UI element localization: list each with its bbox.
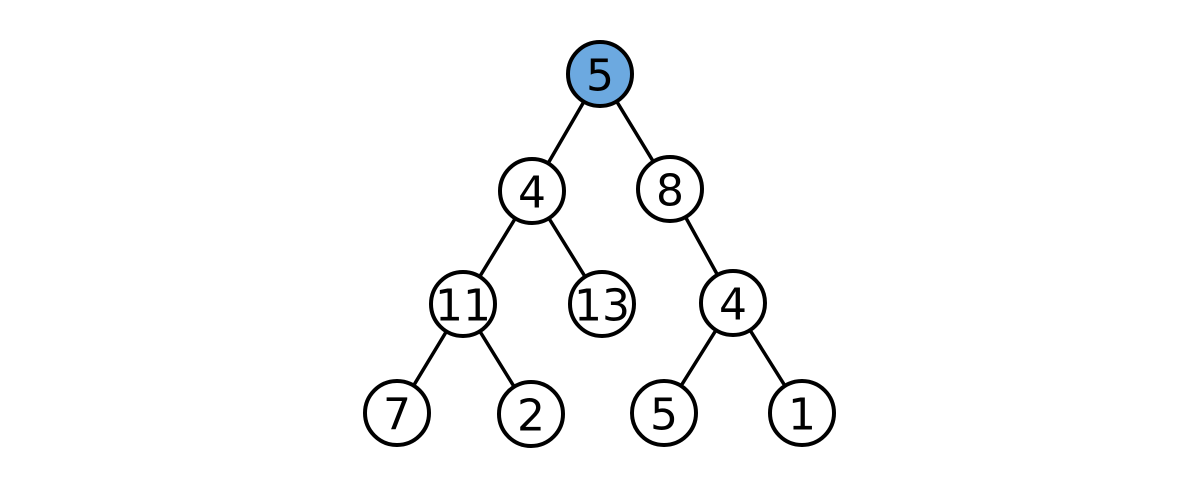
tree-node-n5b: 5 [630,379,698,447]
tree-node-root: 5 [566,40,634,108]
tree-node-label-n1: 1 [788,390,816,441]
tree-node-label-n5b: 5 [650,390,678,441]
tree-edges-layer [395,72,804,416]
tree-node-label-n4l: 4 [518,168,546,219]
tree-node-label-n13: 13 [574,281,630,332]
tree-node-circle-n2 [497,380,565,448]
tree-node-circle-n11 [429,270,497,338]
tree-node-n8: 8 [636,155,704,223]
tree-node-circle-n1 [768,379,836,447]
tree-node-label-root: 5 [586,51,614,102]
tree-node-n7: 7 [363,379,431,447]
tree-node-label-n8: 8 [656,166,684,217]
tree-node-circle-n8 [636,155,704,223]
tree-nodes-layer: 5 4 8 11 13 4 7 2 5 1 [363,40,836,448]
tree-node-n4r: 4 [699,269,767,337]
tree-node-n13: 13 [568,270,636,338]
tree-node-n2: 2 [497,380,565,448]
tree-node-label-n7: 7 [383,390,411,441]
tree-node-circle-n4l [498,157,566,225]
tree-node-label-n11: 11 [435,281,491,332]
tree-node-circle-n5b [630,379,698,447]
tree-node-label-n4r: 4 [719,280,747,331]
tree-node-circle-n4r [699,269,767,337]
tree-node-circle-n7 [363,379,431,447]
tree-node-n4l: 4 [498,157,566,225]
tree-node-circle-root [566,40,634,108]
tree-node-label-n2: 2 [517,391,545,442]
tree-node-n1: 1 [768,379,836,447]
tree-node-n11: 11 [429,270,497,338]
tree-node-circle-n13 [568,270,636,338]
